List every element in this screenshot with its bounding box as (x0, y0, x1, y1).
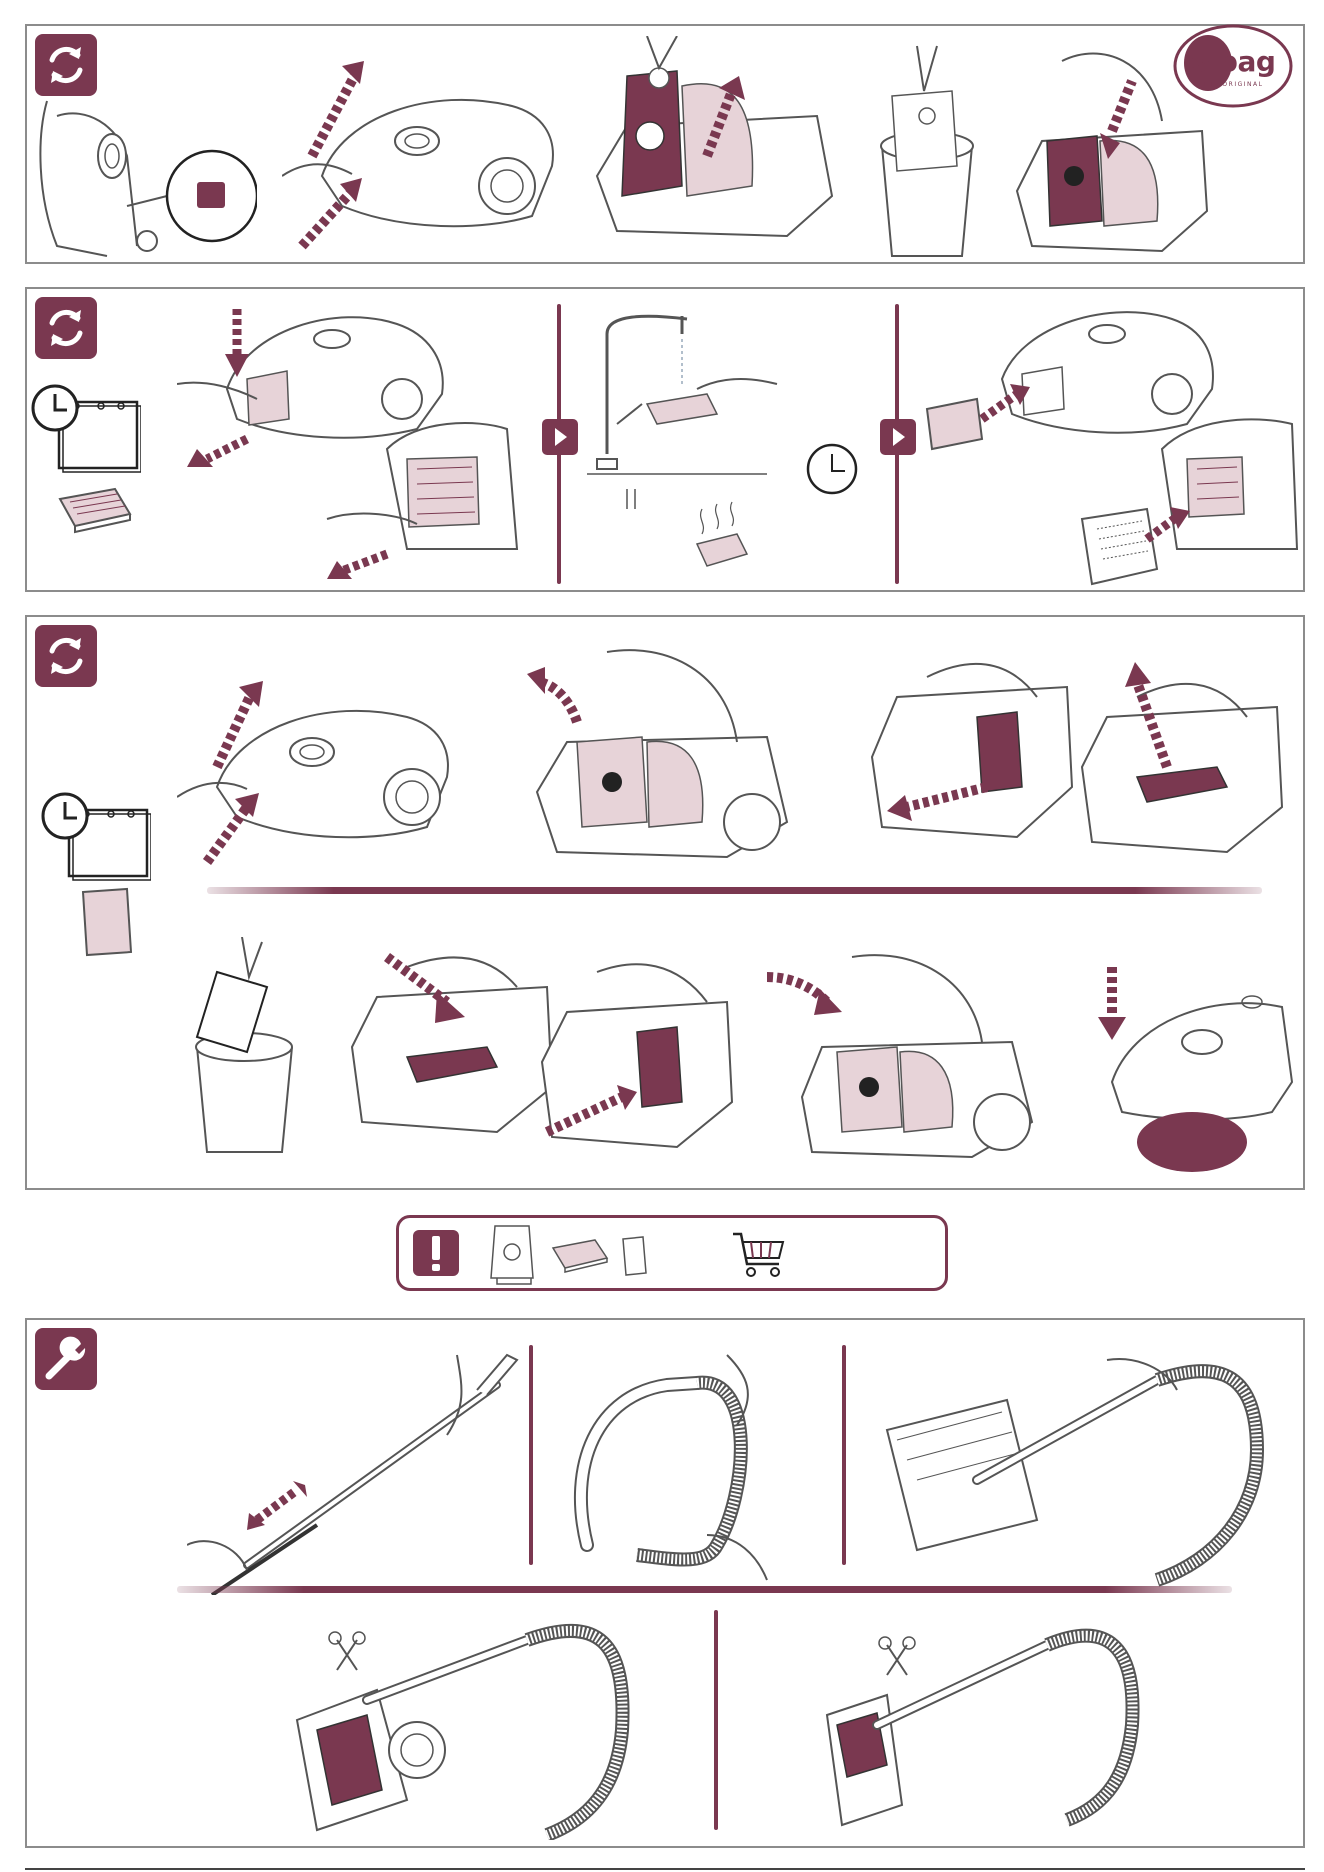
step-remove-pad-filter (1077, 657, 1287, 857)
step-remove-bag (587, 36, 837, 261)
sbag-logo-text: s-bag (1172, 45, 1294, 78)
divider (714, 1610, 718, 1830)
divider (842, 1345, 846, 1565)
step-insert-pad-filter (347, 937, 557, 1137)
refresh-icon (35, 34, 97, 96)
divider (207, 887, 1262, 894)
next-arrow-icon (542, 419, 578, 455)
step-close-lid (1082, 962, 1297, 1182)
shopping-cart-icon (731, 1230, 787, 1280)
notice-consumables (396, 1215, 948, 1291)
divider (177, 1586, 1232, 1593)
step-replace-bag (762, 947, 1062, 1167)
refresh-icon (35, 625, 97, 687)
dust-bag-icon (487, 1222, 539, 1286)
step-reinsert-filter (922, 299, 1302, 589)
divider (529, 1345, 533, 1565)
clock-calendar-icon (41, 792, 151, 882)
step-wash-filter (587, 304, 877, 589)
exclamation-icon (413, 1230, 459, 1276)
step-lift-lid (527, 642, 827, 872)
step-bag-full-indicator (37, 96, 257, 261)
step-clean-brush-roll (277, 1610, 647, 1840)
pad-filter-icon (75, 887, 135, 957)
clock-calendar-icon (31, 384, 141, 474)
sbag-logo-subtext: THE ORIGINAL (1172, 81, 1294, 88)
step-close-filter-frame (537, 952, 737, 1152)
step-detach-hose (557, 1335, 817, 1585)
wrench-icon (35, 1328, 97, 1390)
step-open-lid (177, 667, 477, 867)
footer-rule (25, 1868, 1305, 1870)
next-arrow-icon (880, 419, 916, 455)
step-dispose-bag (862, 36, 992, 261)
filter-icon (549, 1236, 611, 1274)
pad-filter-icon (619, 1236, 649, 1276)
refresh-icon (35, 297, 97, 359)
step-adjust-telescopic-tube (187, 1345, 527, 1595)
panel-motor-filter (25, 615, 1305, 1190)
step-remove-filter (177, 299, 547, 589)
filter-icon (55, 484, 135, 534)
step-pull-filter-frame (867, 637, 1077, 852)
sbag-logo: s-bag THE ORIGINAL (1172, 23, 1294, 109)
step-clean-turbo-nozzle (817, 1605, 1147, 1840)
step-open-lid (282, 56, 572, 256)
step-dispose-pad-filter (187, 937, 327, 1157)
step-attach-floor-nozzle (877, 1340, 1297, 1590)
panel-accessories (25, 1318, 1305, 1848)
panel-filter-cleaning (25, 287, 1305, 592)
panel-dust-bag (25, 24, 1305, 264)
